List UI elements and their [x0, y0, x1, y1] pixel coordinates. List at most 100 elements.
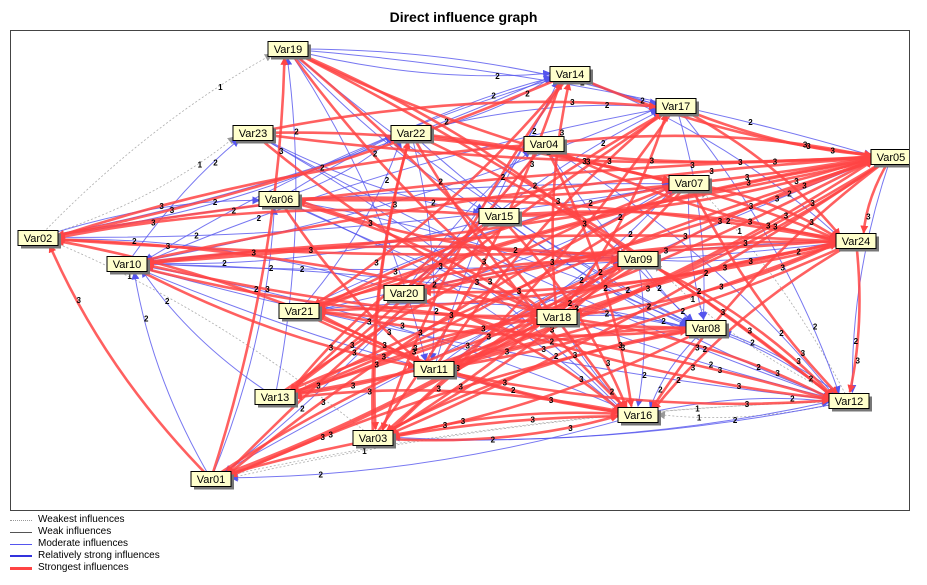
edge-weight-label: 3	[482, 258, 487, 267]
edge-weight-label: 3	[709, 167, 714, 176]
node-var12[interactable]: Var12	[828, 393, 872, 412]
edge-weight-label: 3	[748, 326, 753, 335]
edge-var23-to-var15	[252, 132, 481, 216]
edge-weight-label: 2	[320, 164, 325, 173]
edge-var13-to-var05	[274, 159, 874, 399]
legend-swatch	[10, 531, 32, 533]
edge-weight-label: 3	[745, 400, 750, 409]
edge-var05-to-var11	[451, 155, 892, 367]
edge-weight-label: 3	[461, 417, 466, 426]
node-var14[interactable]: Var14	[549, 66, 593, 85]
node-var05[interactable]: Var05	[870, 149, 909, 168]
node-var04[interactable]: Var04	[523, 136, 567, 155]
edge-weight-label: 2	[373, 150, 378, 159]
node-label: Var07	[675, 178, 704, 190]
node-var15[interactable]: Var15	[478, 208, 522, 227]
node-var09[interactable]: Var09	[617, 251, 661, 270]
edge-weight-label: 3	[279, 147, 284, 156]
edge-var09-to-var10	[146, 245, 639, 267]
edge-var16-to-var13	[294, 388, 639, 417]
edge-weight-label: 3	[393, 267, 398, 276]
edge-var05-to-var12	[848, 156, 892, 394]
edge-weight-label: 3	[503, 379, 508, 388]
edge-weight-label: 2	[703, 345, 708, 354]
node-var07[interactable]: Var07	[668, 175, 712, 194]
edge-weight-label: 3	[387, 328, 392, 337]
edge-var01-to-var02	[48, 244, 212, 480]
edge-var03-to-var14	[371, 80, 563, 439]
edge-var20-to-var05	[403, 158, 873, 295]
edge-weight-label: 3	[809, 218, 814, 227]
node-var02[interactable]: Var02	[17, 230, 61, 249]
node-var20[interactable]: Var20	[383, 285, 427, 304]
edge-weight-label: 2	[300, 265, 305, 274]
edge-weight-label: 2	[598, 268, 603, 277]
edge-weight-label: 2	[431, 199, 436, 208]
edge-weight-label: 3	[309, 246, 314, 255]
edge-weight-label: 2	[697, 287, 702, 296]
node-var13[interactable]: Var13	[254, 389, 298, 408]
node-var06[interactable]: Var06	[258, 191, 302, 210]
node-label: Var17	[662, 101, 691, 113]
edge-var14-to-var21	[313, 73, 571, 307]
node-var24[interactable]: Var24	[835, 233, 879, 252]
edge-weight-label: 3	[856, 357, 861, 366]
edge-weight-label: 3	[412, 347, 417, 356]
edge-weight-label: 3	[718, 217, 723, 226]
edge-var18-to-var02	[56, 235, 558, 319]
edge-var22-to-var05	[410, 131, 872, 164]
edge-weight-label: 2	[254, 285, 259, 294]
edge-weight-label: 3	[550, 325, 555, 334]
node-var18[interactable]: Var18	[536, 309, 580, 328]
edge-var03-to-var16	[372, 413, 620, 442]
edge-var01-to-var10	[131, 271, 212, 480]
edge-weight-label: 3	[773, 158, 778, 167]
node-var03[interactable]: Var03	[352, 430, 396, 449]
node-var17[interactable]: Var17	[655, 98, 699, 117]
node-var22[interactable]: Var22	[390, 125, 434, 144]
edge-weight-label: 3	[743, 239, 748, 248]
node-var08[interactable]: Var08	[685, 320, 729, 339]
edge-var24-to-var13	[293, 239, 857, 396]
edge-weight-label: 2	[568, 299, 573, 308]
edge-var01-to-var19	[209, 56, 289, 480]
edge-weight-label: 3	[749, 202, 754, 211]
edge-weight-label: 3	[803, 140, 808, 149]
edge-var07-to-var01	[227, 181, 690, 476]
node-var01[interactable]: Var01	[190, 471, 234, 490]
edge-weight-label: 2	[588, 199, 593, 208]
edge-weight-label: 3	[466, 342, 471, 351]
edge-weight-label: 3	[650, 157, 655, 166]
edge-var08-to-var21	[318, 308, 707, 338]
edge-weight-label: 3	[252, 249, 257, 258]
edge-weight-label: 2	[132, 237, 137, 246]
legend-label: Moderate influences	[38, 538, 129, 549]
edge-weight-label: 3	[801, 349, 806, 358]
edge-weight-label: 2	[640, 96, 645, 105]
edge-weight-label: 3	[350, 341, 355, 350]
edge-weight-label: 2	[525, 89, 530, 98]
edge-weight-label: 3	[413, 344, 418, 353]
edge-weight-label: 2	[733, 416, 738, 425]
edge-weight-label: 3	[683, 232, 688, 241]
node-var11[interactable]: Var11	[413, 361, 457, 380]
edge-weight-label: 3	[550, 258, 555, 267]
node-var10[interactable]: Var10	[106, 256, 150, 275]
node-var21[interactable]: Var21	[278, 303, 322, 322]
node-var19[interactable]: Var19	[267, 41, 311, 60]
edge-weight-label: 3	[487, 333, 492, 342]
edge-weight-label: 2	[501, 173, 506, 182]
edge-weight-label: 3	[766, 221, 771, 230]
edge-weight-label: 3	[517, 287, 522, 296]
edge-weight-label: 3	[77, 296, 82, 305]
edge-weight-label: 3	[695, 343, 700, 352]
edge-var24-to-var12	[847, 240, 861, 393]
edge-weight-label: 2	[750, 339, 755, 348]
edge-weight-label: 2	[144, 315, 149, 324]
edge-weight-label: 1	[127, 272, 132, 281]
node-var16[interactable]: Var16	[617, 407, 661, 426]
edge-var23-to-var17	[252, 100, 657, 135]
edge-weight-label: 3	[723, 263, 728, 272]
edge-weight-label: 2	[511, 386, 516, 395]
node-var23[interactable]: Var23	[232, 125, 276, 144]
